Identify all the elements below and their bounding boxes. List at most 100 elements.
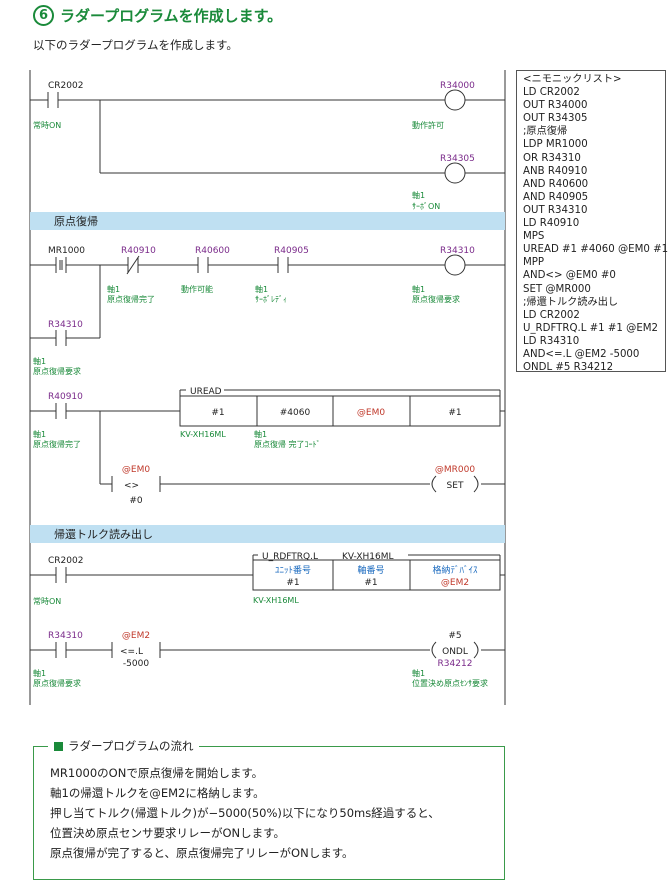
device-r40905: R40905 <box>274 246 309 256</box>
comment-r34305-1: 軸1 <box>412 190 425 200</box>
cmp-value: #0 <box>129 496 143 506</box>
mnemonic-line: MPS <box>523 231 545 243</box>
flow-line: MR1000のONで原点復帰を開始します。 <box>50 766 264 780</box>
set-instruction: SET <box>447 481 464 491</box>
mnemonic-line: LDP MR1000 <box>523 139 588 151</box>
comment-r40910-a-1: 軸1 <box>107 284 120 294</box>
ondl-instruction: ONDL <box>442 647 468 657</box>
section-label-homing: 原点復帰 <box>54 215 98 228</box>
device-r34212: R34212 <box>438 659 473 669</box>
comment-r34310-c-2: 原点復帰要求 <box>33 678 81 688</box>
uread-arg1: #1 <box>211 408 224 418</box>
uread-arg2: #4060 <box>280 408 311 418</box>
flow-line: 原点復帰が完了すると、原点復帰完了リレーがONします。 <box>50 846 354 860</box>
caption-square-icon <box>54 741 63 751</box>
device-r40910-a: R40910 <box>121 246 156 256</box>
uread-arg3: @EM0 <box>357 408 385 418</box>
device-r34310-c: R34310 <box>48 631 83 641</box>
device-r40910-b: R40910 <box>48 392 83 402</box>
comment-r34310-coil-1: 軸1 <box>412 284 425 294</box>
comment-r40905-2: ｻｰﾎﾞﾚﾃﾞｨ <box>255 295 287 304</box>
section-band-homing <box>30 212 505 230</box>
flow-line: 位置決め原点センサ要求リレーがONします。 <box>50 826 286 840</box>
uread-comment-1: 軸1 <box>254 429 267 439</box>
flow-line: 軸1の帰還トルクを@EM2に格納します。 <box>50 786 265 800</box>
page-subtitle: 以下のラダープログラムを作成します。 <box>33 38 238 52</box>
mnemonic-line: OR R34310 <box>523 152 581 164</box>
device-r34310-coil: R34310 <box>440 246 475 256</box>
comment-r34310-b-1: 軸1 <box>33 356 46 366</box>
mnemonic-line: LD CR2002 <box>523 87 580 99</box>
comment-r34212-2: 位置決め原点ｾﾝｻ要求 <box>412 678 488 688</box>
device-r34310-b: R34310 <box>48 320 83 330</box>
mnemonic-line: ;帰還トルク読み出し <box>523 296 619 308</box>
section-header: 6 ラダープログラムを作成します。 <box>33 5 282 26</box>
cmp-operator: <> <box>124 481 139 491</box>
mnemonic-line: ONDL #5 R34212 <box>523 362 614 374</box>
device-cr2002-a: CR2002 <box>48 81 83 91</box>
device-mr1000: MR1000 <box>48 246 85 256</box>
rdf-under-unit: KV-XH16ML <box>253 596 299 605</box>
rdf-value-1: #1 <box>286 578 299 588</box>
mnemonic-list: <ニモニックリスト> LD CR2002 OUT R34000 OUT R343… <box>516 70 669 374</box>
mnemonic-line: SET @MR000 <box>523 283 591 295</box>
device-mr000: @MR000 <box>435 465 475 475</box>
comment-r40910-b-1: 軸1 <box>33 429 46 439</box>
mnemonic-line: LD CR2002 <box>523 309 580 321</box>
device-r34305: R34305 <box>440 154 475 164</box>
comment-r34305-2: ｻｰﾎﾞON <box>412 202 440 211</box>
rdf-header-3: 格納ﾃﾞﾊﾞｲｽ <box>432 564 478 576</box>
comment-r34310-c-1: 軸1 <box>33 668 46 678</box>
cmp2-value: -5000 <box>123 659 149 669</box>
comment-r34212-1: 軸1 <box>412 668 425 678</box>
rdf-value-2: #1 <box>364 578 377 588</box>
comment-r40600: 動作可能 <box>181 284 213 294</box>
mnemonic-title: <ニモニックリスト> <box>523 74 622 85</box>
uread-comment-2: 原点復帰 完了ｺｰﾄﾞ <box>254 439 321 449</box>
device-r34000: R34000 <box>440 81 475 91</box>
comment-r40910-b-2: 原点復帰完了 <box>33 439 81 449</box>
mnemonic-line: OUT R34305 <box>523 113 588 125</box>
flow-line: 押し当てトルク(帰還トルク)が−5000(50%)以下になり50ms経過すると、 <box>50 806 440 820</box>
step-number-badge: 6 <box>33 5 54 26</box>
mnemonic-line: OUT R34310 <box>523 204 588 216</box>
flow-body: MR1000のONで原点復帰を開始します。 軸1の帰還トルクを@EM2に格納しま… <box>50 763 440 863</box>
comment-r34000: 動作許可 <box>412 120 444 130</box>
rdf-value-3: @EM2 <box>441 578 469 588</box>
mnemonic-line: U_RDFTRQ.L #1 #1 @EM2 <box>523 322 659 334</box>
rdf-unit: KV-XH16ML <box>342 552 394 562</box>
mnemonic-line: LD R40910 <box>523 218 580 230</box>
mnemonic-line: MPP <box>523 257 545 269</box>
section-label-torque: 帰還トルク読み出し <box>54 527 153 541</box>
rdf-label: U_RDFTRQ.L <box>262 552 318 562</box>
rdf-header-2: 軸番号 <box>357 564 384 576</box>
mnemonic-line: ;原点復帰 <box>523 126 568 138</box>
comment-r34310-coil-2: 原点復帰要求 <box>412 294 460 304</box>
mnemonic-line: AND<> @EM0 #0 <box>523 270 616 282</box>
uread-label: UREAD <box>190 387 222 397</box>
mnemonic-line: LD R34310 <box>523 335 580 347</box>
cmp2-operator: <=.L <box>120 647 143 657</box>
mnemonic-line: OUT R34000 <box>523 100 588 112</box>
mnemonic-line: ANB R40910 <box>523 165 588 177</box>
uread-arg4: #1 <box>448 408 461 418</box>
comment-r40910-a-2: 原点復帰完了 <box>107 294 155 304</box>
comment-always-on-a: 常時ON <box>33 121 61 130</box>
device-cr2002-b: CR2002 <box>48 556 83 566</box>
cmp2-device: @EM2 <box>122 631 150 641</box>
rdf-header-1: ﾕﾆｯﾄ番号 <box>275 564 311 576</box>
uread-unit: KV-XH16ML <box>180 430 226 439</box>
comment-r34310-b-2: 原点復帰要求 <box>33 366 81 376</box>
device-r40600: R40600 <box>195 246 230 256</box>
mnemonic-line: UREAD #1 #4060 @EM0 #1 <box>523 244 669 256</box>
page-title: ラダープログラムを作成します。 <box>60 7 283 25</box>
program-flow-box: ラダープログラムの流れ MR1000のONで原点復帰を開始します。 軸1の帰還ト… <box>33 738 505 880</box>
mnemonic-line: AND<=.L @EM2 -5000 <box>523 348 640 360</box>
ondl-timer: #5 <box>448 631 461 641</box>
cmp-device: @EM0 <box>122 465 150 475</box>
flow-caption: ラダープログラムの流れ <box>48 738 200 754</box>
mnemonic-line: AND R40600 <box>523 178 589 190</box>
flow-caption-text: ラダープログラムの流れ <box>68 739 194 753</box>
section-band-torque <box>30 525 505 543</box>
